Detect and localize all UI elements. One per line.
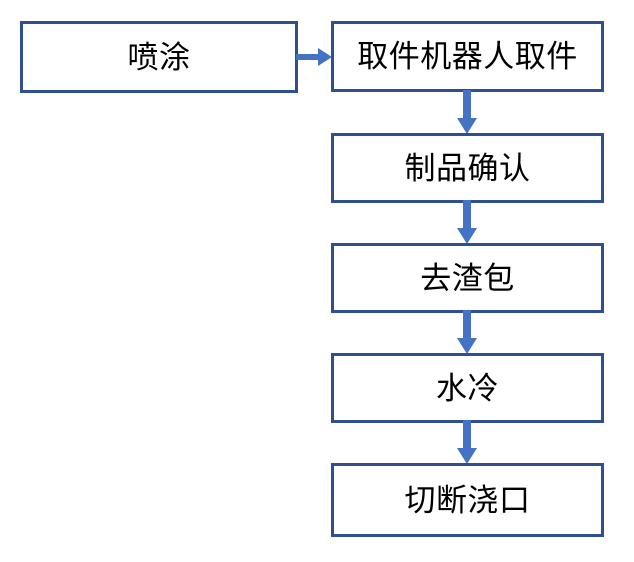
- flow-node-robot-pickup[interactable]: 取件机器人取件: [331, 21, 604, 92]
- flow-node-product-confirm[interactable]: 制品确认: [331, 133, 604, 203]
- arrow-robot-to-confirm: [455, 90, 479, 136]
- arrow-confirm-to-deslag: [455, 200, 479, 246]
- flow-node-product-confirm-label: 制品确认: [404, 150, 531, 186]
- flow-node-spray-label: 喷涂: [127, 39, 191, 75]
- flow-node-deslag[interactable]: 去渣包: [331, 243, 604, 313]
- flow-node-spray[interactable]: 喷涂: [20, 21, 298, 93]
- flow-node-cut-gate-label: 切断浇口: [404, 482, 531, 518]
- arrow-spray-to-robot: [296, 45, 334, 69]
- arrow-watercool-to-cutgate: [455, 420, 479, 466]
- flow-node-deslag-label: 去渣包: [420, 260, 515, 296]
- flow-node-water-cooling[interactable]: 水冷: [331, 353, 604, 423]
- flow-node-water-cooling-label: 水冷: [436, 370, 499, 406]
- arrow-deslag-to-watercool: [455, 310, 479, 356]
- flow-node-cut-gate[interactable]: 切断浇口: [331, 463, 604, 537]
- flow-node-robot-pickup-label: 取件机器人取件: [357, 39, 578, 74]
